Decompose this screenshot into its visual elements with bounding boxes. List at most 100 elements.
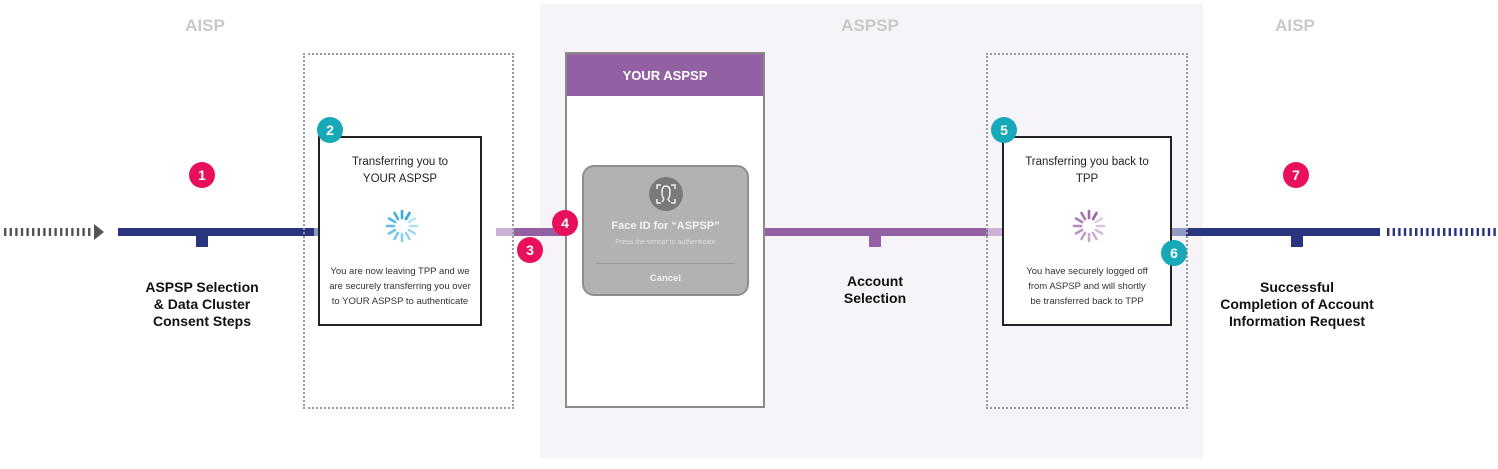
transfer-back-message-line2: from ASPSP and will shortly (1028, 281, 1146, 292)
step-label-line: Consent Steps (152, 313, 251, 329)
dash-mark (4, 228, 7, 236)
transfer-to-title-line2: YOUR ASPSP (362, 173, 438, 185)
zone-title-aisp-right: AISP (1275, 16, 1315, 35)
timeline-aspsp-faded (496, 228, 514, 236)
step-badge-2: 2 (317, 117, 343, 143)
dash-mark (1392, 228, 1395, 236)
dash-mark (1459, 228, 1463, 236)
dash-mark (1487, 228, 1491, 236)
timeline-aspsp-segment-b (765, 228, 988, 236)
dash-mark (1398, 228, 1401, 236)
step-label-aspsp-selection: ASPSP Selection & Data Cluster Consent S… (122, 279, 282, 330)
step-badge-3: 3 (517, 237, 543, 263)
transfer-back-frame (986, 53, 1188, 409)
spinner-spoke (387, 217, 397, 224)
dash-mark (1420, 228, 1423, 236)
step-label-line: Account (847, 273, 903, 289)
transfer-back-title-line2: TPP (1075, 173, 1099, 185)
dash-mark (1454, 228, 1457, 236)
timeline-tick-final (1291, 236, 1303, 247)
exit-dashed-line-icon (1387, 228, 1496, 236)
spinner-spoke (387, 228, 397, 235)
dash-mark (26, 228, 29, 236)
aspsp-phone-header: YOUR ASPSP (567, 54, 763, 96)
step-label-line: ASPSP Selection (145, 279, 259, 295)
dash-mark (9, 228, 12, 236)
spinner-spoke (407, 228, 417, 235)
step-label-account-selection: Account Selection (810, 273, 940, 307)
step-label-successful-completion: Successful Completion of Account Informa… (1207, 279, 1387, 330)
dash-mark (1448, 228, 1451, 236)
dash-mark (1403, 228, 1407, 236)
faceid-cancel-button[interactable]: Cancel (649, 273, 682, 284)
transfer-back-title-line1: Transferring you back to (1025, 156, 1149, 168)
spinner-spoke (393, 211, 400, 221)
step-badge-5: 5 (991, 117, 1017, 143)
zone-title-aspsp: ASPSP (841, 16, 899, 35)
spinner-spoke (407, 217, 417, 224)
dash-mark (1426, 228, 1429, 236)
entry-arrow-icon (4, 224, 104, 240)
dash-mark (48, 228, 52, 236)
timeline-aspsp-segment-a (514, 228, 566, 236)
spinner-spoke (1091, 211, 1098, 221)
timeline-aisp-segment (118, 228, 314, 236)
transfer-to-message-line3: to YOUR ASPSP to authenticate (331, 296, 469, 307)
step-badge-4: 4 (552, 210, 578, 236)
loading-spinner-icon (1072, 209, 1106, 243)
step-badge-1: 1 (189, 162, 215, 188)
transfer-back-message-line3: be transferred back to TPP (1030, 296, 1144, 307)
zone-title-aisp-left: AISP (185, 16, 225, 35)
step-badge-6: 6 (1161, 240, 1187, 266)
faceid-icon (649, 177, 683, 211)
dash-mark (43, 228, 46, 236)
transfer-back-message-line1: You have securely logged off (1026, 266, 1148, 277)
transfer-out-frame (303, 53, 514, 409)
dash-mark (1476, 228, 1479, 236)
spinner-spoke (1080, 231, 1087, 241)
faceid-dialog: Face ID for “ASPSP” Press the sensor to … (582, 165, 749, 296)
step-label-line: & Data Cluster (153, 296, 251, 312)
step-label-line: Selection (843, 290, 907, 306)
dash-mark (1431, 228, 1435, 236)
transfer-to-aspsp-screen: Transferring you to YOUR ASPSP You are n… (318, 136, 482, 326)
dash-mark (1409, 228, 1412, 236)
faceid-divider (596, 263, 735, 264)
spinner-spoke (404, 231, 411, 241)
dash-mark (71, 228, 74, 236)
faceid-subtitle: Press the sensor to authenticate (615, 239, 716, 246)
transfer-back-screen: Transferring you back to TPP You have se… (1002, 136, 1172, 326)
dash-mark (1482, 228, 1485, 236)
dash-mark (88, 228, 91, 236)
dash-mark (32, 228, 35, 236)
dash-mark (1471, 228, 1474, 236)
dash-mark (1443, 228, 1446, 236)
transfer-to-message-line1: You are now leaving TPP and we (330, 266, 470, 277)
dash-mark (1465, 228, 1468, 236)
step-label-line: Successful (1260, 279, 1334, 295)
step-label-line: Completion of Account (1220, 296, 1374, 312)
dash-mark (54, 228, 57, 236)
spinner-spoke (1094, 217, 1104, 224)
loading-spinner-icon (385, 209, 419, 243)
timeline-aspsp-faded-2 (988, 228, 1005, 236)
dash-mark (60, 228, 63, 236)
faceid-title: Face ID for “ASPSP” (611, 220, 720, 232)
transfer-to-title-line1: Transferring you to (351, 156, 449, 168)
dash-mark (1415, 228, 1418, 236)
dash-mark (37, 228, 40, 236)
spinner-spoke (1074, 228, 1084, 235)
spinner-spoke (1094, 228, 1104, 235)
timeline-aisp-segment-end (1186, 228, 1380, 236)
dash-mark (1437, 228, 1440, 236)
dash-mark (82, 228, 85, 236)
dash-mark (76, 228, 80, 236)
step-badge-7: 7 (1283, 162, 1309, 188)
spinner-spoke (404, 211, 411, 221)
dash-mark (65, 228, 68, 236)
step-label-line: Information Request (1228, 313, 1366, 329)
dash-mark (20, 228, 24, 236)
dash-mark (15, 228, 18, 236)
spinner-spoke (1091, 231, 1098, 241)
transfer-to-message-line2: are securely transferring you over (329, 281, 471, 292)
